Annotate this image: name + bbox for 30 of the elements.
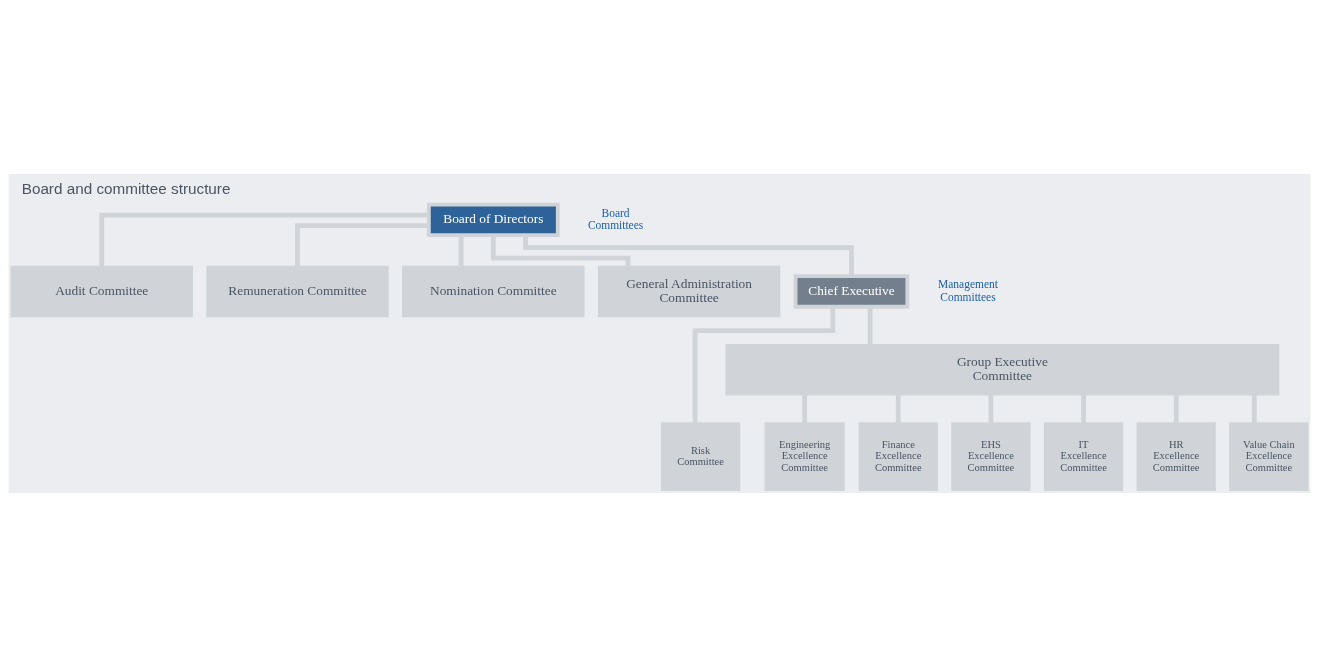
node-box: Risk Committee xyxy=(660,421,741,491)
connector xyxy=(895,393,901,424)
connector xyxy=(802,393,808,424)
node-box: Group Executive Committee xyxy=(725,343,1280,396)
node-box: Nomination Committee xyxy=(402,265,585,317)
node-box: Engineering Excellence Committee xyxy=(764,421,845,491)
node-box: HR Excellence Committee xyxy=(1136,421,1216,491)
label: Management Committees xyxy=(938,277,998,303)
node-box: EHS Excellence Committee xyxy=(951,421,1031,491)
connector xyxy=(490,234,631,268)
node-box: Chief Executive xyxy=(793,273,910,309)
connector xyxy=(988,393,994,424)
node-box: Finance Excellence Committee xyxy=(858,421,938,491)
node-box: Board of Directors xyxy=(426,202,560,237)
node-box: Audit Committee xyxy=(10,265,193,317)
connector xyxy=(523,234,854,276)
connector xyxy=(458,234,464,267)
node-box: Remuneration Committee xyxy=(206,265,389,317)
label: Board Committees xyxy=(587,206,644,231)
connector xyxy=(295,222,429,267)
connector xyxy=(867,306,873,346)
connector xyxy=(1173,393,1179,424)
connector xyxy=(1251,393,1257,424)
connector xyxy=(99,212,429,267)
diagram-title: Board and committee structure xyxy=(21,179,231,197)
node-box: Value Chain Excellence Committee xyxy=(1229,421,1309,491)
connector xyxy=(1081,393,1086,424)
connector xyxy=(692,306,836,424)
node-box: IT Excellence Committee xyxy=(1043,421,1124,491)
node-box: General Administration Committee xyxy=(597,265,781,317)
